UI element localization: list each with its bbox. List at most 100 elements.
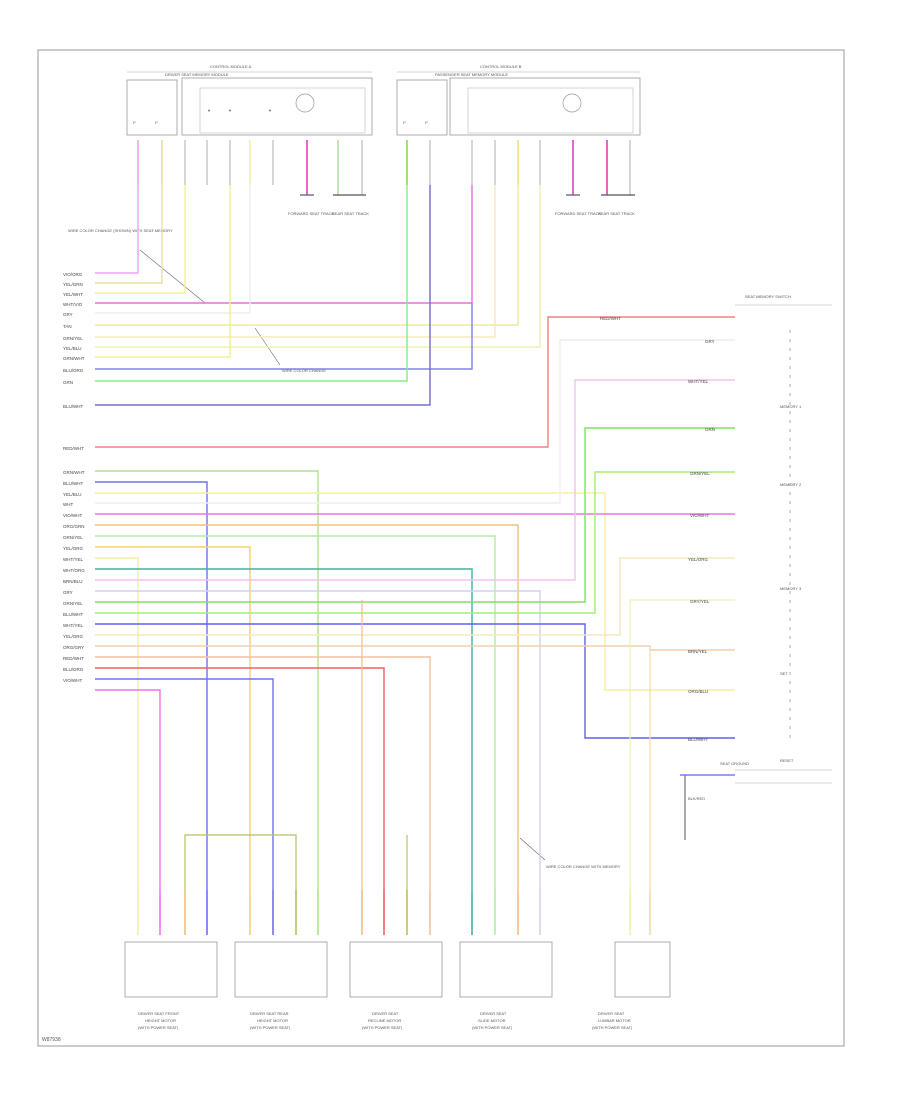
svg-text:▼: ▼ — [207, 108, 211, 113]
motor-box-1 — [124, 941, 218, 998]
callout-top-left: WIRE COLOR CHANGE (SHOWN) WITH SEAT MEMO… — [68, 228, 173, 233]
svg-text:VIO/ORG: VIO/ORG — [63, 272, 83, 277]
svg-text:GRY: GRY — [63, 590, 73, 595]
top-module-1: CONTROL MODULE A DRIVER SEAT MEMORY MODU… — [126, 64, 373, 136]
motor-5-line3: (WITH POWER SEAT) — [592, 1025, 633, 1030]
motor-3-line1: DRIVER SEAT — [372, 1011, 399, 1016]
bottom-motor-boxes — [124, 941, 671, 998]
red-wire-label: RED/WHT — [63, 446, 84, 451]
left-wire-labels-bottom: GRN/WHT BLU/WHT YEL/BLU WHT VIO/WHT ORG/… — [63, 470, 85, 683]
svg-text:YEL/ORG: YEL/ORG — [688, 557, 709, 562]
switch-label-1: MEMORY 1 — [780, 404, 802, 409]
svg-text:BLU/ORG: BLU/ORG — [63, 667, 84, 672]
motor-4-line1: DRIVER SEAT — [480, 1011, 507, 1016]
svg-text:TAN: TAN — [63, 324, 72, 329]
motor-1-line2: HEIGHT MOTOR — [145, 1018, 176, 1023]
motor-3-line3: (WITH POWER SEAT) — [362, 1025, 403, 1030]
svg-text:GRN: GRN — [705, 427, 715, 432]
motor-1-line1: DRIVER SEAT FRONT — [138, 1011, 180, 1016]
svg-text:▼: ▼ — [228, 108, 232, 113]
bottom-connectors — [137, 890, 651, 935]
svg-text:YEL/WHT: YEL/WHT — [63, 292, 83, 297]
motor-5-line2: LUMBAR MOTOR — [598, 1018, 631, 1023]
svg-text:BRN/YEL: BRN/YEL — [688, 649, 708, 654]
svg-text:VIO/WHT: VIO/WHT — [690, 513, 709, 518]
ground-label-4: REAR SEAT TRACK — [598, 211, 635, 216]
svg-text:WHT/YEL: WHT/YEL — [63, 557, 83, 562]
ground-label-3: FORWARD SEAT TRACK — [555, 211, 602, 216]
svg-text:GRN/WHT: GRN/WHT — [63, 470, 85, 475]
svg-text:P: P — [155, 120, 158, 125]
top-module-2-title: CONTROL MODULE B — [480, 64, 522, 69]
svg-text:GRN/YEL: GRN/YEL — [63, 601, 83, 606]
svg-text:ORG/BLU: ORG/BLU — [688, 689, 708, 694]
right-switch-wire-labels: RED/WHT GRY WHT/YEL GRN GRN/YEL VIO/WHT … — [600, 316, 715, 742]
motor-box-2 — [234, 941, 328, 998]
bottom-motor-labels: DRIVER SEAT FRONT HEIGHT MOTOR (WITH POW… — [138, 1011, 633, 1030]
svg-text:RED/WHT: RED/WHT — [63, 656, 84, 661]
diagram-border — [37, 49, 845, 1047]
motor-3-line2: RECLINE MOTOR — [368, 1018, 401, 1023]
top-ground-groups: FORWARD SEAT TRACK REAR SEAT TRACK FORWA… — [288, 194, 635, 216]
switch-label-2: MEMORY 2 — [780, 482, 802, 487]
top-module-2: CONTROL MODULE B PASSENGER SEAT MEMORY M… — [396, 64, 641, 136]
right-switch-title: SEAT MEMORY SWITCH — [745, 294, 791, 299]
svg-text:RED/WHT: RED/WHT — [600, 316, 621, 321]
svg-text:WHT/ORG: WHT/ORG — [63, 568, 85, 573]
svg-text:ORG/GRN: ORG/GRN — [63, 524, 85, 529]
top-module-2-subtitle: PASSENGER SEAT MEMORY MODULE — [435, 72, 508, 77]
svg-text:GRY/YEL: GRY/YEL — [690, 599, 710, 604]
svg-text:BLU/WHT: BLU/WHT — [63, 612, 84, 617]
svg-text:P: P — [133, 120, 136, 125]
motor-box-4 — [459, 941, 553, 998]
svg-text:P: P — [425, 120, 428, 125]
motor-4-line2: SLIDE MOTOR — [478, 1018, 506, 1023]
upper-wires — [95, 185, 541, 406]
right-switch: SEAT MEMORY SWITCH MEMORY 1 MEMORY 2 MEM… — [680, 294, 832, 840]
switch-label-3: MEMORY 3 — [780, 586, 802, 591]
svg-text:BRN/BLU: BRN/BLU — [63, 579, 83, 584]
connector-label: BLK/RED — [688, 796, 705, 801]
svg-text:WHT/VIO: WHT/VIO — [63, 302, 83, 307]
callout-bottom: WIRE COLOR CHANGE WITH MEMORY — [546, 864, 621, 869]
svg-text:YEL/ORG: YEL/ORG — [63, 634, 84, 639]
svg-text:GRY: GRY — [705, 339, 715, 344]
red-wire — [95, 316, 735, 448]
svg-text:BLU/WHT: BLU/WHT — [63, 481, 84, 486]
motor-2-line3: (WITH POWER SEAT) — [250, 1025, 291, 1030]
svg-text:BLU/WHT: BLU/WHT — [688, 737, 709, 742]
svg-text:YEL/BLU: YEL/BLU — [63, 492, 82, 497]
callout-mid: WIRE COLOR CHANGE — [282, 368, 326, 373]
switch-label-4: SET — [780, 671, 788, 676]
ground-label-1: FORWARD SEAT TRACK — [288, 211, 335, 216]
svg-text:VIO/WHT: VIO/WHT — [63, 678, 82, 683]
motor-box-5 — [614, 941, 671, 998]
motor-box-3 — [349, 941, 443, 998]
svg-text:WHT/YEL: WHT/YEL — [688, 379, 708, 384]
svg-text:GRN/WHT: GRN/WHT — [63, 356, 85, 361]
left-wire-labels-top: VIO/ORG YEL/GRN YEL/WHT WHT/VIO GRY TAN … — [63, 272, 85, 409]
svg-text:BLU/ORG: BLU/ORG — [63, 368, 84, 373]
svg-text:GRN/YEL: GRN/YEL — [63, 336, 83, 341]
motor-5-line1: DRIVER SEAT — [598, 1011, 625, 1016]
switch-label-5: RESET — [780, 758, 794, 763]
seat-ground-label: SEAT GROUND — [720, 761, 749, 766]
svg-text:ORG/GRY: ORG/GRY — [63, 645, 84, 650]
top-module-1-subtitle: DRIVER SEAT MEMORY MODULE — [165, 72, 229, 77]
top-connector-stubs — [137, 140, 631, 195]
svg-text:▼: ▼ — [268, 108, 272, 113]
svg-text:YEL/BLU: YEL/BLU — [63, 346, 82, 351]
svg-text:GRN: GRN — [63, 380, 73, 385]
motor-4-line3: (WITH POWER SEAT) — [472, 1025, 513, 1030]
ground-label-2: REAR SEAT TRACK — [332, 211, 369, 216]
svg-text:GRN/YEL: GRN/YEL — [690, 471, 710, 476]
lower-wires — [95, 339, 735, 890]
svg-text:YEL/ORG: YEL/ORG — [63, 546, 84, 551]
svg-text:WHT/YEL: WHT/YEL — [63, 623, 83, 628]
svg-text:VIO/WHT: VIO/WHT — [63, 513, 82, 518]
svg-text:BLU/WHT: BLU/WHT — [63, 404, 84, 409]
svg-text:GRN/YEL: GRN/YEL — [63, 535, 83, 540]
motor-1-line3: (WITH POWER SEAT) — [138, 1025, 179, 1030]
svg-text:WHT: WHT — [63, 502, 73, 507]
